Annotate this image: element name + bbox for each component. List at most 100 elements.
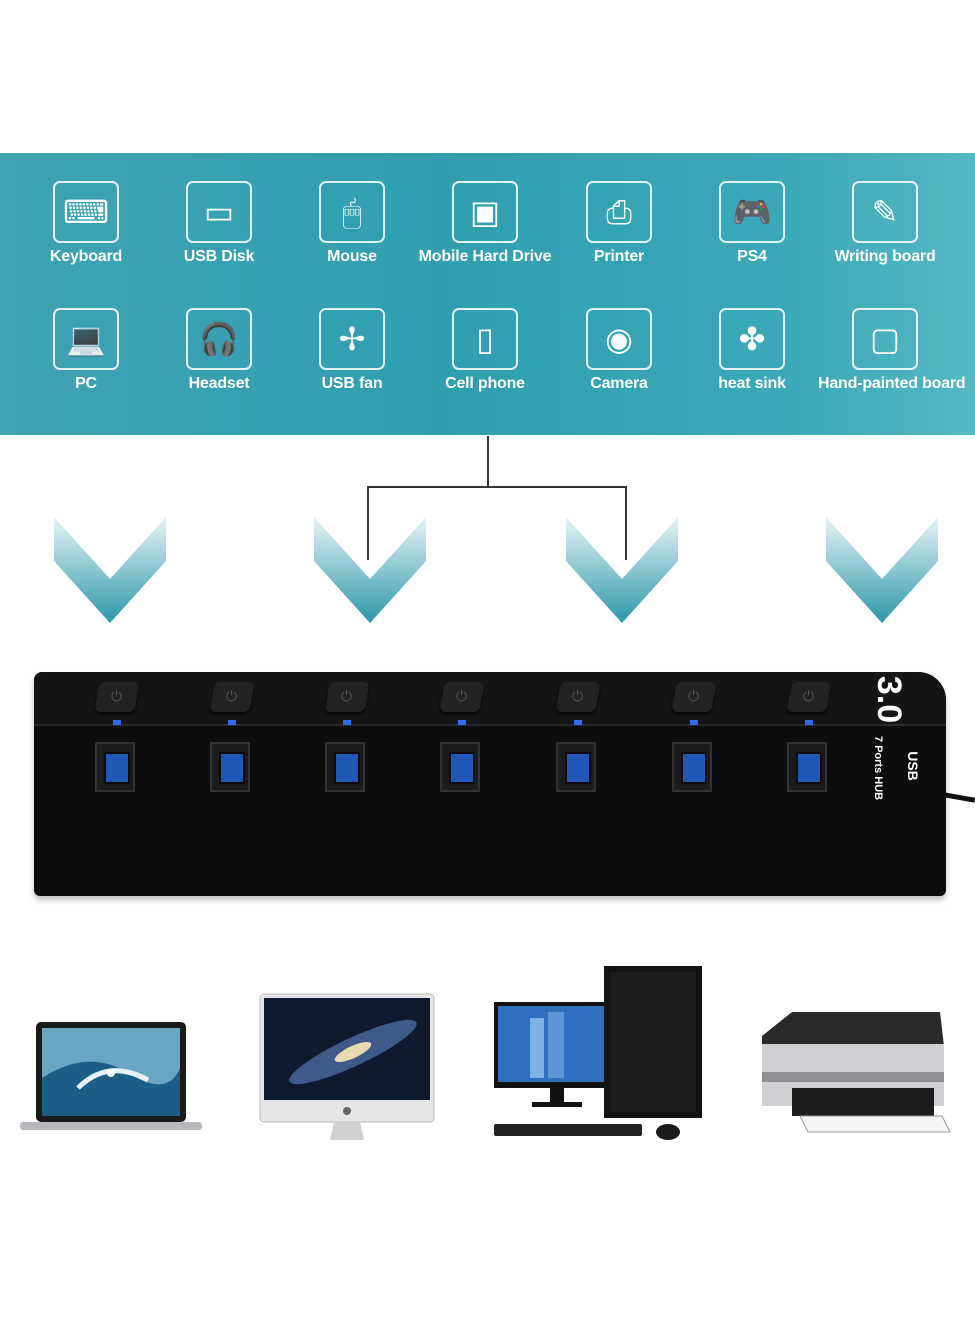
power-icon: ⏻ xyxy=(341,689,353,705)
down-arrow-icon xyxy=(826,517,938,623)
usb-port xyxy=(787,742,827,792)
connector-line xyxy=(487,436,489,487)
device-label: USB Disk xyxy=(183,248,255,265)
device-printer: ⎙ Printer xyxy=(552,181,686,266)
usb-port xyxy=(325,742,365,792)
imac-image xyxy=(259,993,435,1140)
desktop-pc-image xyxy=(494,966,702,1140)
port-led xyxy=(458,720,466,725)
device-label: Cell phone xyxy=(445,375,525,392)
hard-drive-icon-glyph: ▣ xyxy=(469,193,501,231)
printer-image xyxy=(762,1012,951,1133)
device-label: Keyboard xyxy=(49,248,123,265)
connector-line xyxy=(367,486,369,560)
device-writing-board: ✎ Writing board xyxy=(818,181,952,266)
phone-icon: ▯ xyxy=(452,308,518,370)
usb-hub: 3.0 USB 7 Ports HUB ⏻ ⏻ ⏻ ⏻ ⏻ ⏻ ⏻ xyxy=(34,672,946,896)
printer-icon: ⎙ xyxy=(586,181,652,243)
port-power-button[interactable]: ⏻ xyxy=(555,682,601,712)
device-label: Hand-painted board xyxy=(818,375,966,392)
device-label: Mouse xyxy=(327,248,377,265)
device-usb-fan: ✢ USB fan xyxy=(285,308,419,393)
port-led xyxy=(228,720,236,725)
device-label: Headset xyxy=(188,375,250,392)
device-pc: 💻 PC xyxy=(19,308,153,393)
usb-cable xyxy=(943,792,975,803)
keyboard-icon-glyph: ⌨ xyxy=(62,193,110,231)
usb-disk-icon: ▭ xyxy=(186,181,252,243)
usb-port xyxy=(95,742,135,792)
device-label: Writing board xyxy=(834,248,936,265)
port-led xyxy=(343,720,351,725)
device-label: heat sink xyxy=(718,375,786,392)
connector-line xyxy=(367,486,627,488)
connector-line xyxy=(625,486,627,560)
hard-drive-icon: ▣ xyxy=(452,181,518,243)
port-power-button[interactable]: ⏻ xyxy=(671,682,717,712)
device-usb-disk: ▭ USB Disk xyxy=(152,181,286,266)
headset-icon-glyph: 🎧 xyxy=(199,320,239,358)
writing-board-icon-glyph: ✎ xyxy=(871,193,899,231)
device-cell-phone: ▯ Cell phone xyxy=(418,308,552,393)
usb-port xyxy=(210,742,250,792)
webcam-icon: ◉ xyxy=(586,308,652,370)
hub-brand-label: USB xyxy=(905,751,922,781)
device-hand-painted-board: ▢ Hand-painted board xyxy=(818,308,966,393)
port-power-button[interactable]: ⏻ xyxy=(94,682,140,712)
device-label: PS4 xyxy=(737,248,767,265)
writing-board-icon: ✎ xyxy=(852,181,918,243)
fan-icon-glyph: ✢ xyxy=(338,320,366,358)
usb-disk-icon-glyph: ▭ xyxy=(203,193,235,231)
drawing-tablet-icon-glyph: ▢ xyxy=(869,320,901,358)
port-led xyxy=(805,720,813,725)
port-power-button[interactable]: ⏻ xyxy=(786,682,832,712)
phone-icon-glyph: ▯ xyxy=(476,320,494,358)
port-power-button[interactable]: ⏻ xyxy=(209,682,255,712)
mouse-icon: 🖱 xyxy=(319,181,385,243)
power-icon: ⏻ xyxy=(111,689,123,705)
usb-port xyxy=(556,742,596,792)
mouse-icon-glyph: 🖱 xyxy=(342,193,362,231)
port-power-button[interactable]: ⏻ xyxy=(324,682,370,712)
device-camera: ◉ Camera xyxy=(552,308,686,393)
heat-sink-icon-glyph: ✤ xyxy=(738,320,766,358)
device-label: USB fan xyxy=(321,375,383,392)
compatible-devices-banner xyxy=(0,153,975,435)
fan-icon: ✢ xyxy=(319,308,385,370)
device-label: Mobile Hard Drive xyxy=(418,248,552,265)
laptop-icon: 💻 xyxy=(53,308,119,370)
power-icon: ⏻ xyxy=(688,689,700,705)
power-icon: ⏻ xyxy=(572,689,584,705)
hub-version-label: 3.0 xyxy=(869,675,908,724)
heat-sink-icon: ✤ xyxy=(719,308,785,370)
device-headset: 🎧 Headset xyxy=(152,308,286,393)
down-arrow-icon xyxy=(54,517,166,623)
gamepad-icon: 🎮 xyxy=(719,181,785,243)
headset-icon: 🎧 xyxy=(186,308,252,370)
port-power-button[interactable]: ⏻ xyxy=(439,682,485,712)
port-led xyxy=(690,720,698,725)
printer-icon-glyph: ⎙ xyxy=(606,193,632,231)
device-label: Printer xyxy=(593,248,645,265)
device-mouse: 🖱 Mouse xyxy=(285,181,419,266)
webcam-icon-glyph: ◉ xyxy=(605,320,633,358)
hub-ports-label: 7 Ports HUB xyxy=(871,735,884,801)
power-icon: ⏻ xyxy=(456,689,468,705)
drawing-tablet-icon: ▢ xyxy=(852,308,918,370)
laptop-image xyxy=(20,1022,202,1130)
port-led xyxy=(113,720,121,725)
down-arrow-icon xyxy=(314,517,426,623)
power-icon: ⏻ xyxy=(803,689,815,705)
device-mobile-hard-drive: ▣ Mobile Hard Drive xyxy=(418,181,552,266)
laptop-icon-glyph: 💻 xyxy=(66,320,106,358)
power-icon: ⏻ xyxy=(226,689,238,705)
gamepad-icon-glyph: 🎮 xyxy=(732,193,772,231)
device-ps4: 🎮 PS4 xyxy=(685,181,819,266)
port-led xyxy=(574,720,582,725)
keyboard-icon: ⌨ xyxy=(53,181,119,243)
usb-port xyxy=(440,742,480,792)
device-label: Camera xyxy=(590,375,648,392)
device-label: PC xyxy=(75,375,97,392)
device-keyboard: ⌨ Keyboard xyxy=(19,181,153,266)
